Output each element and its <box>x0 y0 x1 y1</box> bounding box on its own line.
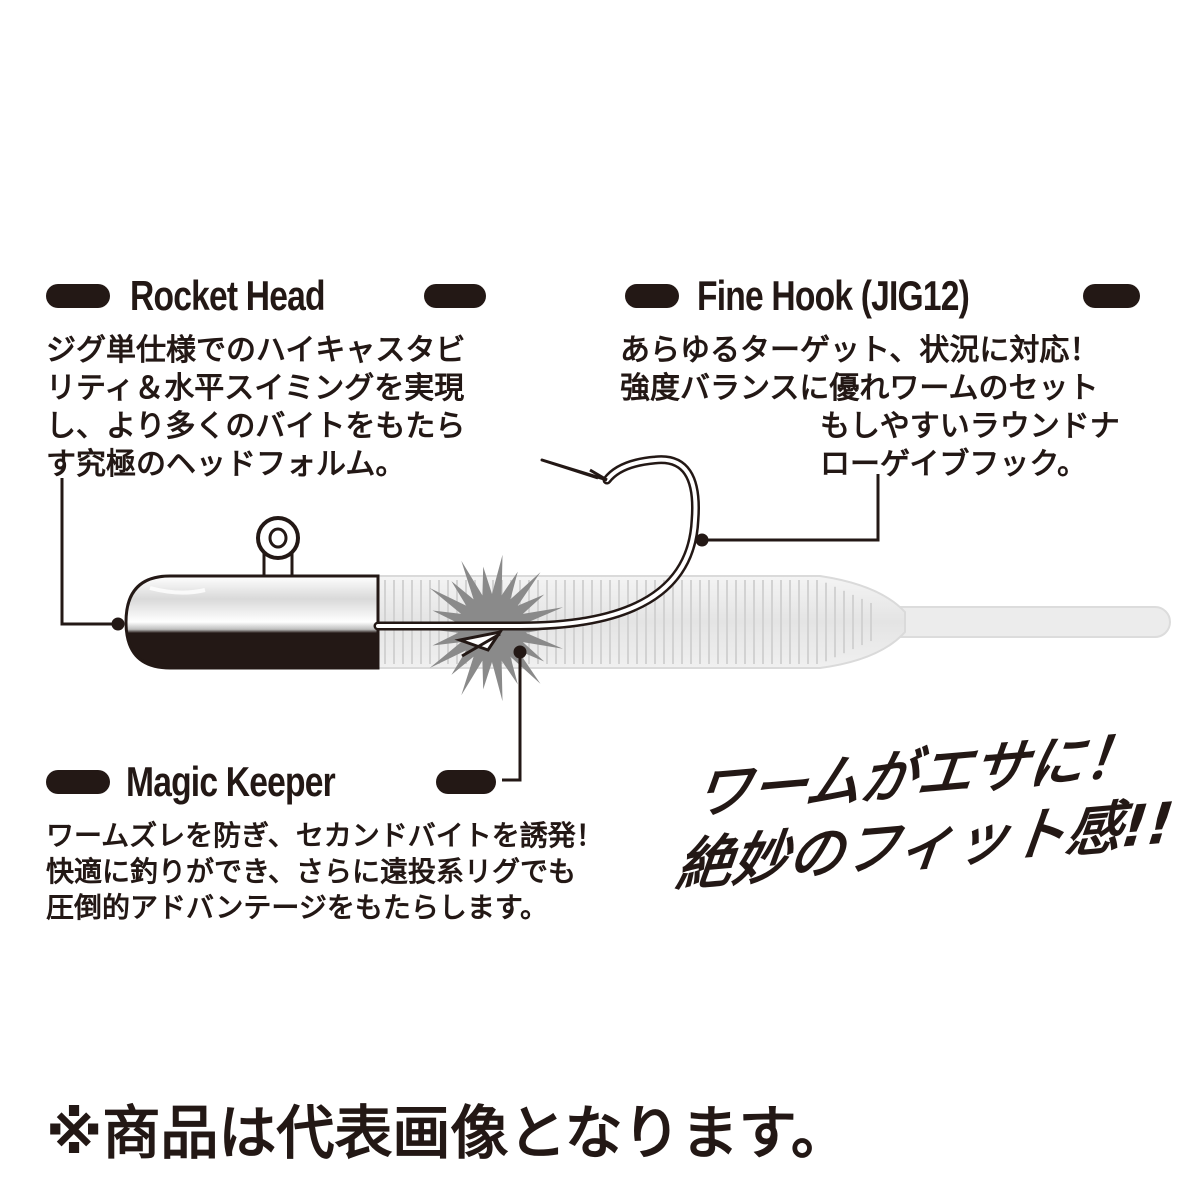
magic-keeper-description: ワームズレを防ぎ、セカンドバイトを誘発！ 快適に釣りができ、さらに遠投系リグでも… <box>46 818 604 926</box>
magic-keeper-line-1: ワームズレを防ぎ、セカンドバイトを誘発！ <box>46 819 604 852</box>
magic-keeper-label: Magic Keeper <box>46 756 496 808</box>
fine-hook-line-2: 強度バランスに優れワームのセット <box>620 371 1099 406</box>
label-pill-left <box>46 770 110 794</box>
fine-hook-line-3: もしやすいラウンドナ <box>820 409 1120 444</box>
magic-keeper-title: Magic Keeper <box>126 758 336 805</box>
magic-keeper-line-2: 快適に釣りができ、さらに遠投系リグでも <box>46 855 577 888</box>
label-pill-right <box>424 284 486 308</box>
rocket-head-line-1: ジグ単仕様でのハイキャスタビ <box>46 333 466 368</box>
label-pill-left <box>625 284 679 308</box>
worm-tail <box>879 606 1171 638</box>
rocket-head-description: ジグ単仕様でのハイキャスタビ リティ＆水平スイミングを実現 し、より多くのバイト… <box>46 332 465 484</box>
fine-hook-line-4: ローゲイブフック。 <box>820 447 1087 482</box>
fine-hook-description: あらゆるターゲット、状況に対応！ 強度バランスに優れワームのセット もしやすいラ… <box>620 332 1140 484</box>
label-pill-right <box>436 770 496 794</box>
rocket-head-label: Rocket Head <box>46 270 486 322</box>
fine-hook-line-1: あらゆるターゲット、状況に対応！ <box>620 333 1100 368</box>
rocket-head-line-3: し、より多くのバイトをもたら <box>46 409 466 444</box>
rocket-head-title: Rocket Head <box>130 272 326 319</box>
line-eye <box>256 516 300 580</box>
leader-lines <box>60 474 880 782</box>
rocket-head <box>124 574 380 670</box>
fine-hook-title: Fine Hook (JIG12) <box>697 272 970 319</box>
rocket-head-line-2: リティ＆水平スイミングを実現 <box>46 371 465 406</box>
fine-hook <box>373 455 700 658</box>
label-pill-left <box>46 284 110 308</box>
fine-hook-label: Fine Hook (JIG12) <box>625 270 1140 322</box>
label-pill-right <box>1083 284 1140 308</box>
representative-image-notice: ※商品は代表画像となります。 <box>46 1099 849 1167</box>
magic-keeper-line-3: 圧倒的アドバンテージをもたらします。 <box>46 891 549 924</box>
rocket-head-line-4: す究極のヘッドフォルム。 <box>46 447 406 482</box>
